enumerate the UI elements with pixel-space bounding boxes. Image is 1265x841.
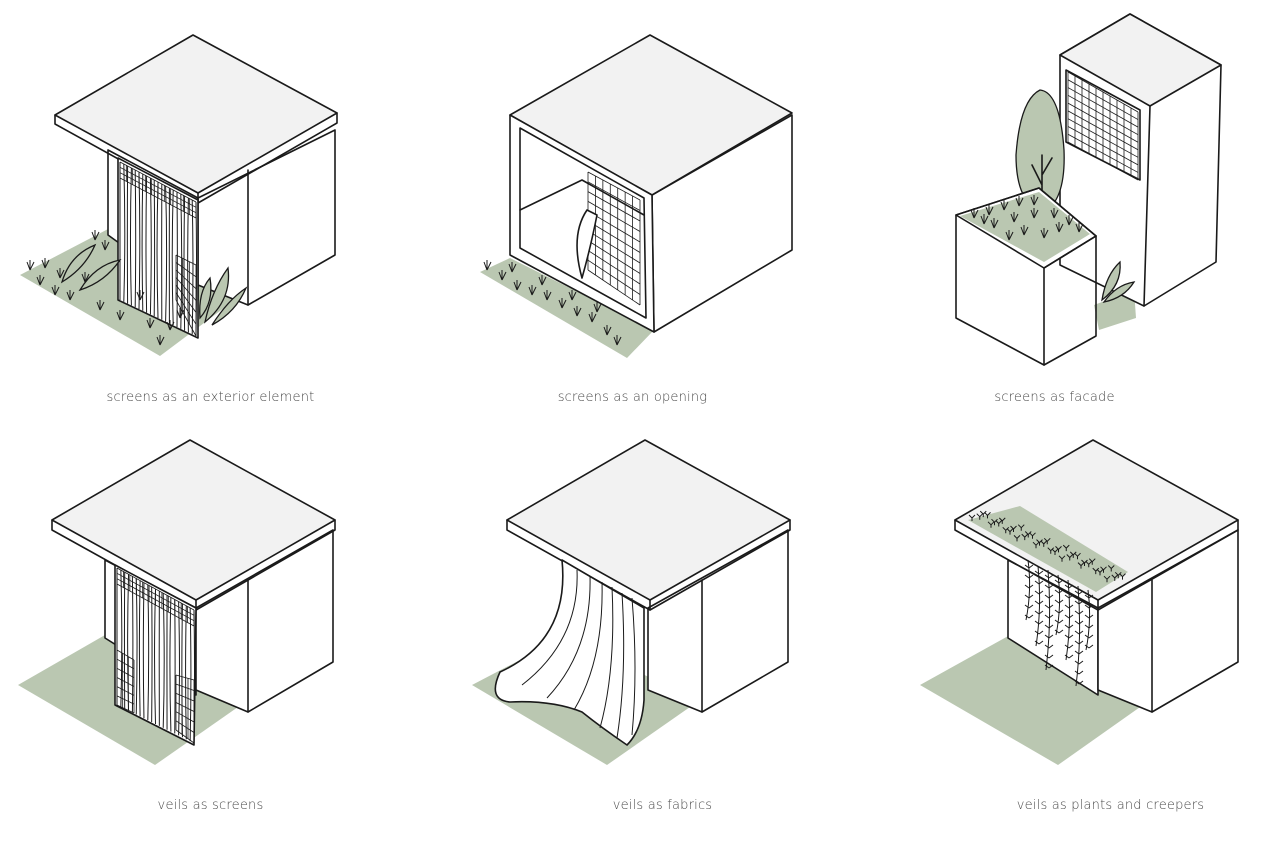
- grass-strokes: [970, 195, 1084, 241]
- veils-plants-illustration: [920, 439, 1239, 765]
- caption: screens as facade: [994, 390, 1115, 405]
- hanging-creepers: [1024, 559, 1094, 687]
- panel-screens-exterior: screens as an exterior element: [0, 0, 421, 420]
- fabric-curtain: [494, 559, 645, 746]
- screens-facade-illustration: [955, 13, 1222, 366]
- veils-screens-illustration: [18, 439, 336, 765]
- panel-veils-fabrics: veils as fabrics: [452, 410, 873, 830]
- panel-veils-screens: veils as screens: [0, 410, 421, 830]
- facade-screen: [1065, 69, 1141, 181]
- veils-fabrics-illustration: [472, 439, 791, 765]
- screens-exterior-illustration: [20, 34, 338, 356]
- plants: [60, 243, 248, 326]
- vertical-screen: [117, 157, 199, 339]
- panel-screens-opening: screens as an opening: [422, 0, 843, 420]
- caption: veils as fabrics: [612, 798, 713, 813]
- caption: screens as an exterior element: [106, 390, 315, 405]
- caption: veils as screens: [157, 798, 264, 813]
- screens-opening-illustration: [480, 34, 793, 358]
- roof-greenery: [968, 506, 1128, 592]
- grass-strokes: [483, 260, 622, 346]
- caption: veils as plants and creepers: [1016, 798, 1205, 813]
- caption: screens as an opening: [557, 390, 708, 405]
- vertical-screen: [114, 564, 197, 746]
- grass-strokes: [26, 230, 185, 346]
- panel-screens-facade: screens as facade: [844, 0, 1265, 420]
- panel-veils-plants: veils as plants and creepers: [900, 410, 1265, 830]
- opening-screen: [587, 171, 641, 306]
